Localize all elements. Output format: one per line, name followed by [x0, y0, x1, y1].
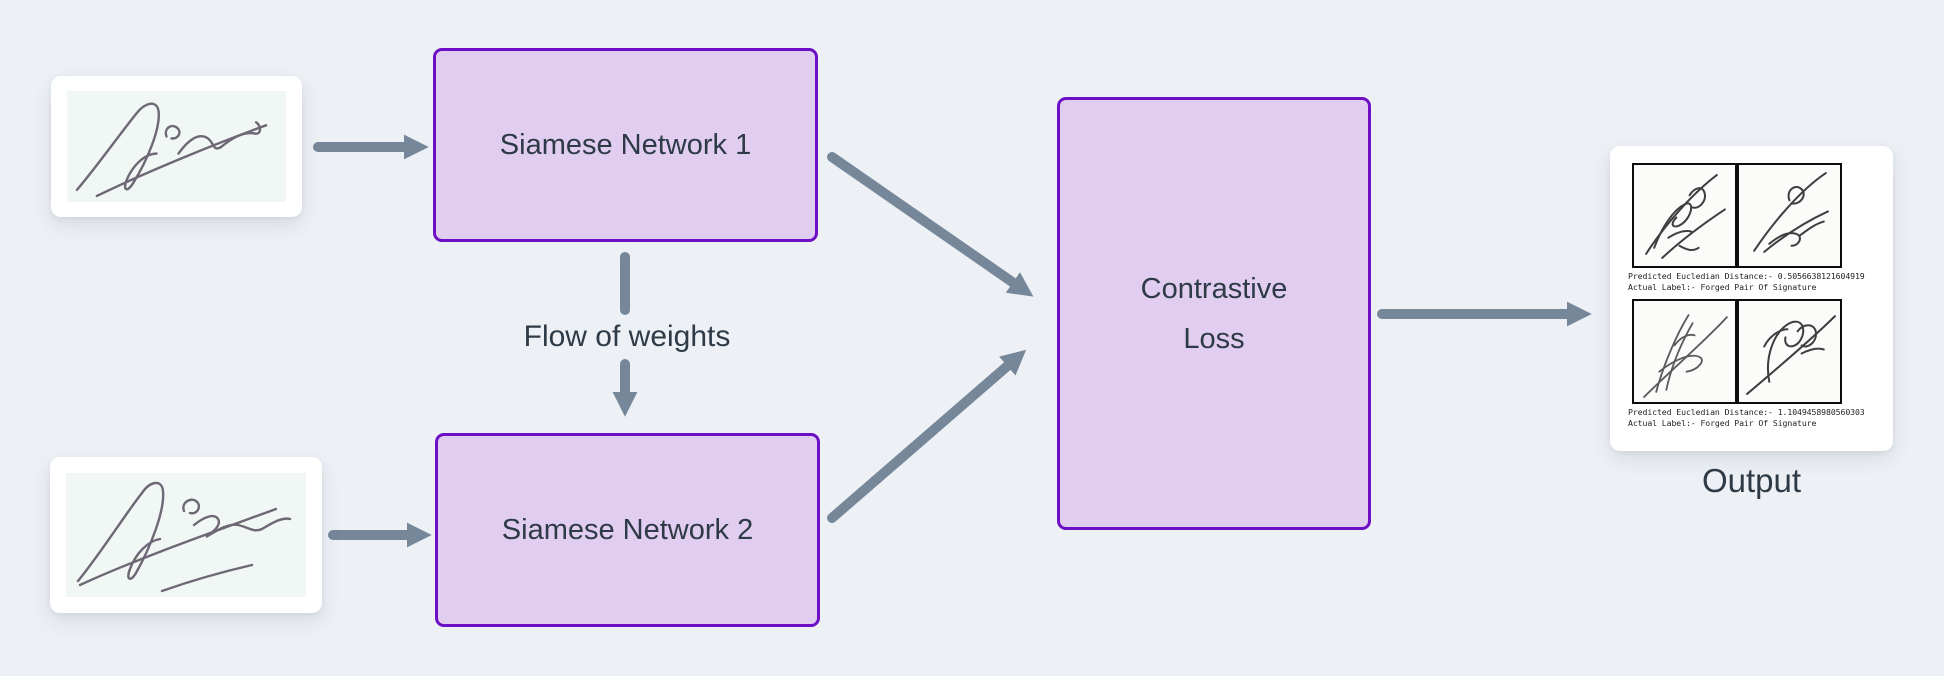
output-signature-2a	[1632, 299, 1737, 404]
output-signature-1a	[1632, 163, 1737, 268]
output-panel: Predicted Eucledian Distance:- 0.5056638…	[1610, 146, 1893, 451]
contrastive-loss-label-line1: Contrastive	[1140, 272, 1288, 305]
output-signature-2b-drawing	[1746, 315, 1836, 395]
output-signature-1a-drawing	[1645, 174, 1726, 259]
flow-of-weights-label: Flow of weights	[523, 320, 731, 353]
node-contrastive-loss: Contrastive Loss	[1057, 97, 1371, 530]
signature-1-drawing	[75, 102, 268, 198]
signature-image-2	[66, 473, 306, 597]
node-siamese-network-2: Siamese Network 2	[435, 433, 820, 627]
signature-2-drawing	[76, 481, 292, 593]
input-signature-card-2	[50, 457, 322, 613]
predicted-distance-text-2: Predicted Eucledian Distance:- 1.1049458…	[1628, 407, 1865, 417]
signature-image-1	[67, 91, 286, 202]
node-siamese-network-2-label: Siamese Network 2	[501, 514, 754, 546]
output-caption: Output	[1701, 462, 1802, 499]
output-signature-1b-drawing	[1753, 172, 1829, 253]
output-pair-1	[1632, 163, 1842, 268]
node-siamese-network-1: Siamese Network 1	[433, 48, 818, 242]
actual-label-text-2: Actual Label:- Forged Pair Of Signature	[1628, 418, 1817, 428]
output-pair-2	[1632, 299, 1842, 404]
contrastive-loss-label-line2: Loss	[1183, 322, 1245, 355]
arrow-siamese2-to-loss	[827, 349, 1027, 523]
output-signature-2b	[1737, 299, 1842, 404]
arrow-siamese1-to-loss	[827, 152, 1034, 297]
predicted-distance-text-1: Predicted Eucledian Distance:- 0.5056638…	[1628, 271, 1865, 281]
actual-label-text-1: Actual Label:- Forged Pair Of Signature	[1628, 282, 1817, 292]
output-signature-1b	[1737, 163, 1842, 268]
input-signature-card-1	[51, 76, 302, 217]
output-signature-2a-drawing	[1643, 314, 1728, 398]
node-siamese-network-1-label: Siamese Network 1	[499, 129, 752, 161]
